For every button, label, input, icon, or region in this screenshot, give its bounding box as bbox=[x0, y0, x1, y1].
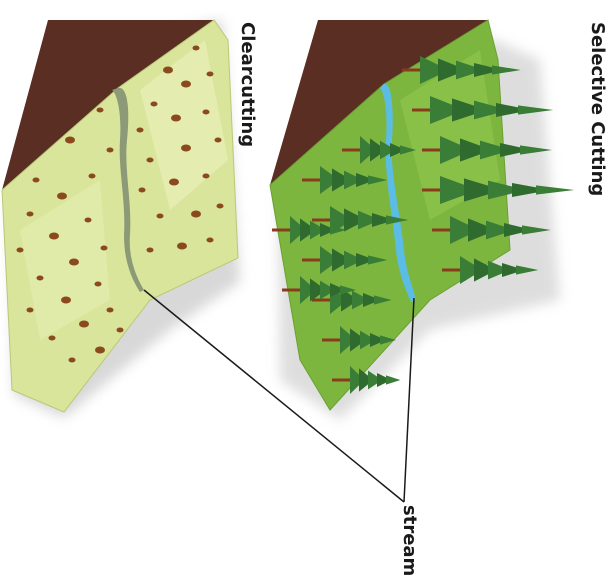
stump bbox=[117, 328, 124, 333]
stump bbox=[171, 115, 181, 122]
stump bbox=[57, 193, 67, 200]
stump bbox=[163, 67, 173, 74]
stump bbox=[147, 248, 154, 253]
stump bbox=[191, 211, 201, 218]
stump bbox=[203, 110, 210, 115]
stump bbox=[27, 308, 34, 313]
stump bbox=[203, 174, 210, 179]
stump bbox=[177, 243, 187, 250]
stump bbox=[137, 128, 144, 133]
selective-cutting-block bbox=[270, 20, 574, 420]
stump bbox=[181, 81, 191, 88]
stump bbox=[107, 308, 114, 313]
stump bbox=[217, 204, 224, 209]
stump bbox=[157, 214, 164, 219]
stump bbox=[61, 297, 71, 304]
stream-label: stream bbox=[399, 505, 420, 576]
stump bbox=[69, 358, 76, 363]
stump bbox=[193, 46, 200, 51]
stump bbox=[101, 246, 108, 251]
stump bbox=[169, 179, 179, 186]
stump bbox=[85, 218, 92, 223]
stump bbox=[27, 212, 34, 217]
stump bbox=[97, 108, 104, 113]
stump bbox=[95, 282, 102, 287]
stump bbox=[181, 145, 191, 152]
stump bbox=[49, 233, 59, 240]
stump bbox=[65, 137, 75, 144]
stump bbox=[147, 158, 154, 163]
stump bbox=[215, 138, 222, 143]
selective-cutting-label: Selective Cutting bbox=[587, 22, 608, 196]
stump bbox=[33, 178, 40, 183]
stump bbox=[89, 174, 96, 179]
stump bbox=[107, 148, 114, 153]
stump bbox=[37, 276, 44, 281]
stump bbox=[95, 347, 105, 354]
clearcutting-block bbox=[2, 20, 240, 418]
stump bbox=[139, 188, 146, 193]
stump bbox=[207, 238, 214, 243]
stump bbox=[79, 321, 89, 328]
stump bbox=[69, 259, 79, 266]
stump bbox=[207, 72, 214, 77]
stump bbox=[17, 248, 24, 253]
stump bbox=[151, 102, 158, 107]
clearcutting-label: Clearcutting bbox=[237, 22, 258, 147]
stump bbox=[49, 336, 56, 341]
